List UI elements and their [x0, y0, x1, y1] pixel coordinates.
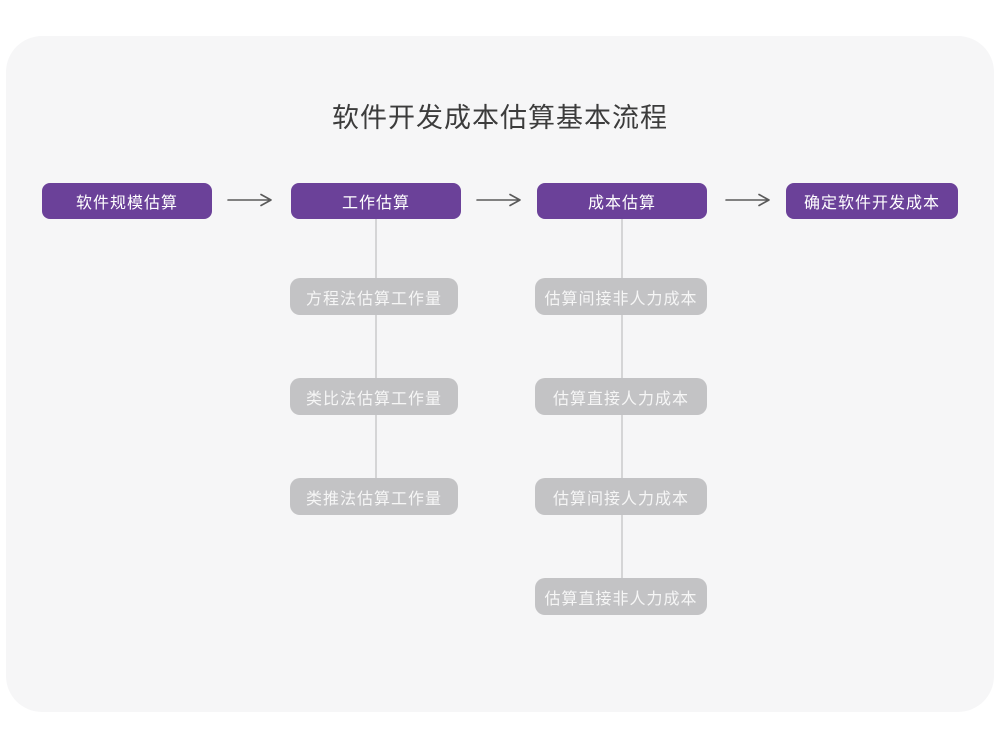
- substep-box-equation-method: 方程法估算工作量: [290, 278, 458, 315]
- stage-label: 确定软件开发成本: [803, 195, 940, 212]
- substep-box-direct-labor-cost: 估算直接人力成本: [535, 378, 707, 415]
- substep-box-analogy-method: 类比法估算工作量: [290, 378, 458, 415]
- stage-box-determine-development-cost: 确定软件开发成本: [786, 183, 958, 219]
- substep-box-indirect-labor-cost: 估算间接人力成本: [535, 478, 707, 515]
- substep-box-indirect-nonlabor-cost: 估算间接非人力成本: [535, 278, 707, 315]
- substep-label: 类比法估算工作量: [305, 390, 442, 408]
- substep-box-extrapolation-method: 类推法估算工作量: [290, 478, 458, 515]
- stage-box-cost-estimation: 成本估算: [537, 183, 707, 219]
- flow-arrow-icon: [226, 192, 274, 208]
- connector-line-work-column: [375, 217, 377, 479]
- stage-label: 工作估算: [341, 195, 410, 212]
- diagram-card-background: [6, 36, 994, 712]
- substep-label: 估算直接非人力成本: [544, 590, 698, 608]
- substep-label: 估算直接人力成本: [552, 390, 689, 408]
- stage-box-work-estimation: 工作估算: [291, 183, 461, 219]
- stage-label: 成本估算: [587, 195, 656, 212]
- flow-arrow-icon: [475, 192, 523, 208]
- substep-label: 估算间接非人力成本: [544, 290, 698, 308]
- substep-label: 估算间接人力成本: [552, 490, 689, 508]
- flow-arrow-icon: [724, 192, 772, 208]
- substep-label: 类推法估算工作量: [305, 490, 442, 508]
- stage-label: 软件规模估算: [75, 195, 178, 212]
- stage-box-software-scale-estimation: 软件规模估算: [42, 183, 212, 219]
- substep-box-direct-nonlabor-cost: 估算直接非人力成本: [535, 578, 707, 615]
- diagram-title: 软件开发成本估算基本流程: [332, 103, 668, 133]
- substep-label: 方程法估算工作量: [305, 290, 442, 308]
